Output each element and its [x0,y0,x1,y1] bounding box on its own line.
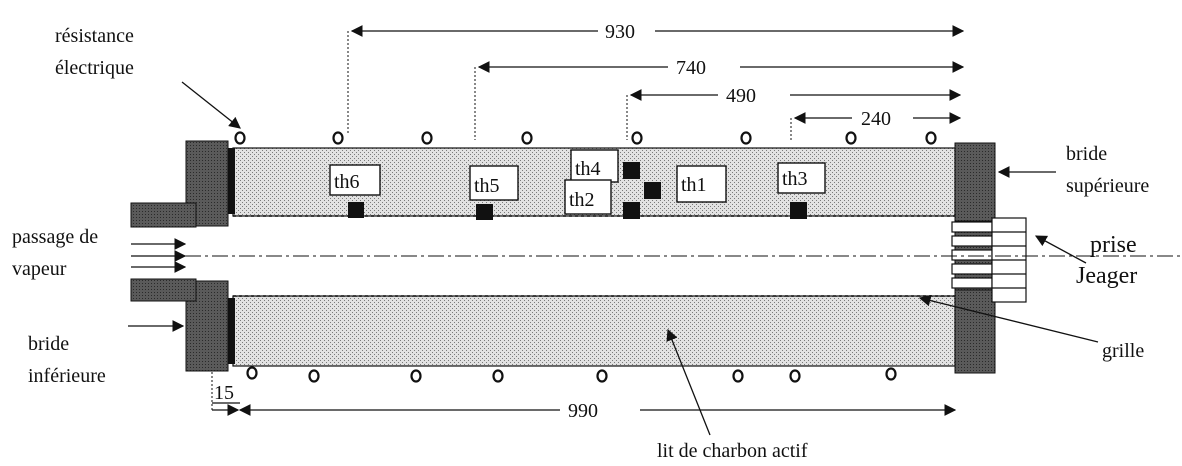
label-upper-flange-1: bride [1066,143,1107,165]
dim-15: 15 [214,382,234,404]
upper-flange-bottom [954,289,996,374]
lower-flange-lower-pipe [130,278,197,302]
label-jeager-1: prise [1090,232,1137,258]
th5-label: th5 [474,175,500,197]
extension-lines [211,31,792,412]
lower-flange-upper-pipe [130,202,197,228]
th4-label: th4 [575,158,601,180]
lower-flange-lower-gasket [228,298,235,364]
dimension-lines [212,25,965,416]
label-resistance-1: résistance [55,25,134,47]
lower-flange-lower [185,280,229,372]
th1-label: th1 [681,174,707,196]
dim-240: 240 [861,108,891,130]
label-upper-flange-2: supérieure [1066,175,1149,197]
th2-label: th2 [569,189,595,211]
label-resistance-2: électrique [55,57,134,79]
resistance-coils-top [234,131,937,145]
pointer-bed [666,328,711,436]
pointer-jeager [1034,235,1087,264]
upper-flange-top [954,142,996,222]
label-bed: lit de charbon actif [657,440,808,462]
pointer-grid [918,294,1099,343]
dim-490: 490 [726,85,756,107]
dim-740: 740 [676,57,706,79]
th6-label: th6 [334,171,360,193]
resistance-coils-bottom [246,366,897,383]
carbon-bed-lower [232,295,956,367]
thermocouple-boxes [329,149,826,215]
label-grid: grille [1102,340,1144,362]
label-lower-flange-1: bride [28,333,69,355]
dim-990: 990 [568,400,598,422]
jeager-connector [951,217,1027,303]
label-jeager-2: Jeager [1076,263,1137,289]
label-steam-2: vapeur [12,258,67,280]
dim-930: 930 [605,21,635,43]
th3-label: th3 [782,168,808,190]
label-lower-flange-2: inférieure [28,365,106,387]
lower-flange-upper-gasket [228,148,235,214]
label-steam-1: passage de [12,226,98,248]
thermocouple-sensors [348,162,807,220]
pointer-resistance [181,81,241,129]
